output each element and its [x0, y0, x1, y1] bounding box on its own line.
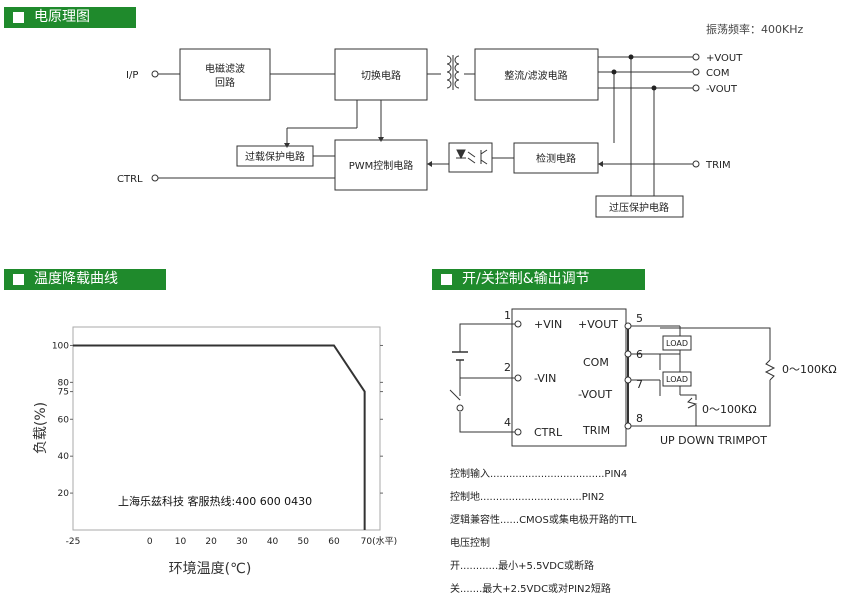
- emi-filter-block: [179, 48, 271, 101]
- load-box-2: [662, 371, 692, 387]
- x-tick-label: -25: [66, 537, 81, 547]
- ctrl-label: CTRL: [117, 174, 143, 185]
- switch-label: 切换电路: [361, 69, 401, 82]
- remote-control-diagram: 1 2 4 5 6 7 8 +VIN -VIN CTRL +VOUT COM -…: [449, 308, 837, 447]
- note-logic-compat: 逻辑兼容性......CMOS或集电极开路的TTL: [450, 515, 637, 526]
- derating-title-bar: 温度降载曲线: [4, 269, 166, 290]
- emi-label-1: 电磁滤波: [205, 62, 245, 75]
- y-tick-label: 80: [58, 378, 70, 388]
- com-label: COM: [706, 68, 729, 79]
- vin-pos-label: +VIN: [534, 318, 562, 331]
- y-tick-label: 60: [58, 415, 70, 425]
- chart-ylabel: 负载(%): [33, 402, 49, 454]
- resistor-label-1: 0～100KΩ: [782, 363, 837, 376]
- pin7-label: 7: [636, 378, 643, 391]
- frequency-label: 振荡频率：400KHz: [706, 22, 803, 36]
- bullet-square-icon: [13, 12, 24, 23]
- pin5-label: 5: [636, 312, 643, 325]
- trim-label: TRIM: [705, 160, 731, 171]
- note-control-ground: 控制地................................PIN2: [450, 492, 605, 503]
- pin4-label: 4: [504, 416, 511, 429]
- pin7-terminal: [624, 376, 632, 384]
- load-label-2: LOAD: [666, 375, 688, 384]
- vout-neg-terminal: [692, 84, 700, 92]
- x-tick-label: 20: [205, 537, 217, 547]
- pin2-label: 2: [504, 361, 511, 374]
- vin-neg-label: -VIN: [534, 372, 556, 385]
- pin1-label: 1: [504, 309, 511, 322]
- pin1-terminal: [514, 320, 522, 328]
- y-tick-label: 20: [58, 489, 70, 499]
- schematic-title: 电原理图: [34, 9, 90, 25]
- input-label: I/P: [126, 70, 138, 81]
- detect-label: 检测电路: [536, 152, 576, 165]
- x-tick-label: 40: [267, 537, 279, 547]
- module-block: [511, 308, 627, 447]
- emi-label-2: 回路: [215, 76, 235, 89]
- overvoltage-block: [595, 195, 684, 218]
- pwm-label: PWM控制电路: [349, 159, 414, 172]
- pin8-label: 8: [636, 412, 643, 425]
- y-tick-label: 75: [58, 388, 69, 398]
- x-tick-label: 0: [147, 537, 153, 547]
- note-control-input: 控制输入....................................…: [450, 469, 628, 480]
- pin4-terminal: [514, 428, 522, 436]
- vout-neg-label: -VOUT: [706, 84, 738, 95]
- x-tick-label: 30: [236, 537, 248, 547]
- pin8-terminal: [624, 422, 632, 430]
- chart-xlabel: 环境温度(℃): [169, 561, 252, 577]
- ctrl-terminal: [151, 174, 159, 182]
- y-tick-label: 100: [52, 341, 69, 351]
- switch-contact-icon: [456, 404, 464, 412]
- block-schematic: 振荡频率：400KHz I/P CTRL 电磁滤波 回路 切换电路 整流/滤波电…: [117, 22, 803, 218]
- derating-title: 温度降载曲线: [34, 271, 118, 287]
- chart-plot-frame: [72, 326, 381, 531]
- x-tick-label: 70(水平): [361, 535, 397, 547]
- pwm-block: [334, 139, 428, 191]
- detect-block: [513, 142, 599, 174]
- remote-title: 开/关控制&输出调节: [462, 271, 590, 287]
- vout-pos-label: +VOUT: [706, 53, 743, 64]
- derating-curve: [73, 344, 366, 530]
- x-tick-label: 60: [328, 537, 340, 547]
- com-terminal: [692, 68, 700, 76]
- rectifier-label: 整流/滤波电路: [504, 69, 567, 82]
- remote-title-bar: 开/关控制&输出调节: [432, 269, 645, 290]
- note-on: 开............最小+5.5VDC或断路: [450, 561, 594, 572]
- trimpot-label: UP DOWN TRIMPOT: [660, 434, 767, 447]
- optocoupler-block: [448, 142, 493, 173]
- x-tick-label: 50: [298, 537, 310, 547]
- trim-terminal: [692, 160, 700, 168]
- chart-annotation: 上海乐兹科技 客服热线:400 600 0430: [118, 494, 312, 508]
- load-box-1: [662, 335, 692, 351]
- schematic-title-bar: 电原理图: [4, 7, 136, 28]
- load-label-1: LOAD: [666, 339, 688, 348]
- vout-pos-pin-label: +VOUT: [578, 318, 618, 331]
- note-voltage-control: 电压控制: [450, 538, 490, 549]
- rectifier-block: [474, 48, 599, 101]
- pin5-terminal: [624, 322, 632, 330]
- ctrl-pin-label: CTRL: [534, 426, 563, 439]
- pin2-terminal: [514, 374, 522, 382]
- com-pin-label: COM: [583, 356, 609, 369]
- overvoltage-label: 过压保护电路: [609, 201, 669, 214]
- trim-pin-label: TRIM: [582, 424, 610, 437]
- vout-neg-pin-label: -VOUT: [578, 388, 612, 401]
- bullet-square-icon: [441, 274, 452, 285]
- overload-label: 过载保护电路: [245, 150, 305, 163]
- vout-pos-terminal: [692, 53, 700, 61]
- y-tick-label: 40: [58, 452, 70, 462]
- pin6-terminal: [624, 350, 632, 358]
- input-terminal: [151, 70, 159, 78]
- bullet-square-icon: [13, 274, 24, 285]
- resistor-label-2: 0～100KΩ: [702, 403, 757, 416]
- note-off: 关.......最大+2.5VDC或对PIN2短路: [450, 584, 611, 595]
- x-tick-label: 10: [175, 537, 187, 547]
- pin6-label: 6: [636, 348, 643, 361]
